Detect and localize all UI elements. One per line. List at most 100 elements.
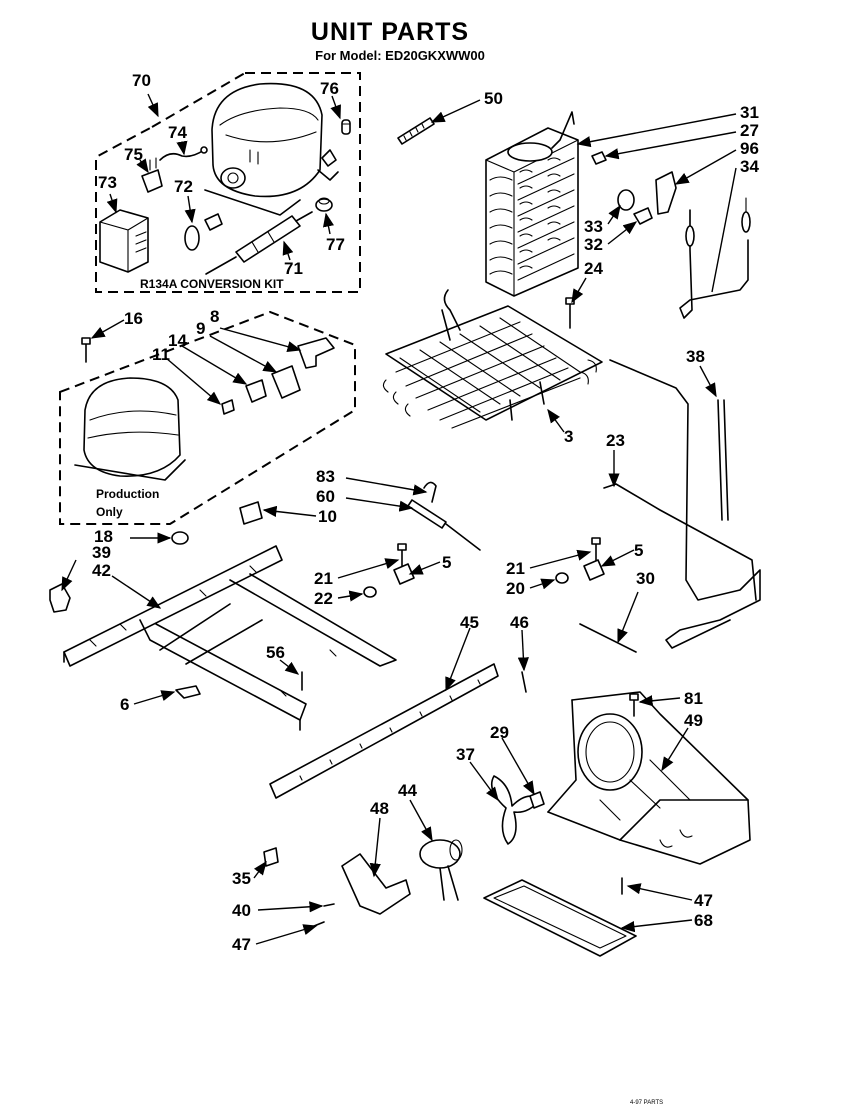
part-38-shape bbox=[717, 399, 723, 521]
part-6-shape bbox=[175, 685, 201, 699]
compressor-kit-part bbox=[204, 82, 339, 216]
part-77-shape bbox=[315, 198, 333, 212]
conversion-kit-caption: R134A CONVERSION KIT bbox=[140, 277, 284, 291]
conversion-kit-boundary bbox=[95, 72, 361, 293]
part-68-shape bbox=[483, 879, 637, 957]
callout-96: 96 bbox=[740, 139, 759, 158]
part-73-shape bbox=[99, 209, 149, 273]
part-72-shape bbox=[184, 225, 200, 251]
callout-37: 37 bbox=[456, 745, 475, 764]
part-45-shape bbox=[269, 663, 499, 799]
callout-39: 39 bbox=[92, 543, 111, 562]
callout-6: 6 bbox=[120, 695, 129, 714]
part-27-shape bbox=[591, 151, 607, 165]
callout-46: 46 bbox=[510, 613, 529, 632]
part-96-shape bbox=[655, 171, 677, 215]
part-35-shape bbox=[263, 847, 279, 867]
part-18-shape bbox=[171, 531, 189, 545]
callout-5-left: 5 bbox=[442, 553, 451, 572]
callout-14: 14 bbox=[168, 331, 187, 350]
condenser-coil bbox=[485, 111, 579, 297]
callout-49: 49 bbox=[684, 711, 703, 730]
part-11-shape bbox=[221, 399, 235, 415]
production-caption: Production bbox=[96, 487, 159, 501]
part-37-shape bbox=[490, 775, 541, 845]
callout-10: 10 bbox=[318, 507, 337, 526]
callout-72: 72 bbox=[174, 177, 193, 196]
callout-74: 74 bbox=[168, 123, 187, 142]
part-48-shape bbox=[341, 853, 411, 915]
callout-73: 73 bbox=[98, 173, 117, 192]
part-10-shape bbox=[239, 501, 263, 525]
part-29-shape bbox=[529, 791, 545, 809]
callout-42: 42 bbox=[92, 561, 111, 580]
part-74-shape bbox=[159, 149, 205, 161]
callout-21-left: 21 bbox=[314, 569, 333, 588]
part-32-shape bbox=[633, 207, 653, 225]
part-47-left-shape bbox=[313, 921, 325, 927]
callout-9: 9 bbox=[196, 319, 205, 338]
part-14-shape bbox=[245, 379, 267, 403]
callout-30: 30 bbox=[636, 569, 655, 588]
callout-33: 33 bbox=[584, 217, 603, 236]
callout-11: 11 bbox=[152, 345, 170, 364]
part-22-shape bbox=[363, 586, 377, 598]
callout-22: 22 bbox=[314, 589, 333, 608]
part-23-shape bbox=[609, 359, 761, 649]
callout-81: 81 bbox=[684, 689, 703, 708]
footer-mark: 4-97 PARTS bbox=[630, 1100, 663, 1106]
conversion-kit-group: R134A CONVERSION KIT bbox=[95, 72, 361, 293]
page-title: UNIT PARTS bbox=[311, 18, 469, 46]
production-only-group: Production Only bbox=[59, 310, 356, 525]
callout-68: 68 bbox=[694, 911, 713, 930]
only-caption: Only bbox=[96, 505, 123, 519]
callout-5-right: 5 bbox=[634, 541, 643, 560]
callout-27: 27 bbox=[740, 121, 759, 140]
part-46-shape bbox=[521, 671, 527, 693]
part-20-shape bbox=[555, 572, 569, 584]
evaporator-coil bbox=[382, 289, 603, 429]
callout-70: 70 bbox=[132, 71, 151, 90]
callout-29: 29 bbox=[490, 723, 509, 742]
coil-loops bbox=[489, 157, 575, 281]
part-76-shape bbox=[341, 119, 351, 135]
model-subtitle: For Model: ED20GKXWW00 bbox=[315, 48, 485, 63]
callout-34: 34 bbox=[740, 157, 759, 176]
callout-47-left: 47 bbox=[232, 935, 251, 954]
part-34-shape bbox=[679, 209, 749, 319]
part-33-shape bbox=[617, 189, 635, 211]
callout-60: 60 bbox=[316, 487, 335, 506]
callout-8: 8 bbox=[210, 307, 219, 326]
callout-71: 71 bbox=[284, 259, 303, 278]
part-39-shape bbox=[49, 583, 71, 613]
callout-21-right: 21 bbox=[506, 559, 525, 578]
callout-50: 50 bbox=[484, 89, 503, 108]
callout-32: 32 bbox=[584, 235, 603, 254]
part-71-shape bbox=[235, 215, 301, 263]
callout-75: 75 bbox=[124, 145, 143, 164]
callout-3: 3 bbox=[564, 427, 573, 446]
callout-48: 48 bbox=[370, 799, 389, 818]
part-8-shape bbox=[297, 337, 335, 369]
part-9-shape bbox=[271, 365, 301, 399]
part-50-shape bbox=[397, 117, 435, 145]
callout-labels: 70 76 74 75 73 72 77 71 50 31 27 96 34 3… bbox=[92, 71, 759, 954]
part-75-shape bbox=[141, 169, 163, 193]
leader-lines bbox=[61, 93, 737, 945]
callout-40: 40 bbox=[232, 901, 251, 920]
part-5-right-shape bbox=[583, 559, 605, 581]
fan-shroud bbox=[547, 691, 751, 865]
callout-31: 31 bbox=[740, 103, 759, 122]
part-44-shape bbox=[419, 839, 461, 869]
callout-23: 23 bbox=[606, 431, 625, 450]
part-30-shape bbox=[579, 623, 637, 653]
callout-38: 38 bbox=[686, 347, 705, 366]
callout-47-right: 47 bbox=[694, 891, 713, 910]
base-frame bbox=[63, 545, 397, 731]
part-40-shape bbox=[323, 903, 335, 907]
callout-76: 76 bbox=[320, 79, 339, 98]
callout-44: 44 bbox=[398, 781, 417, 800]
callout-24: 24 bbox=[584, 259, 603, 278]
callout-20: 20 bbox=[506, 579, 525, 598]
